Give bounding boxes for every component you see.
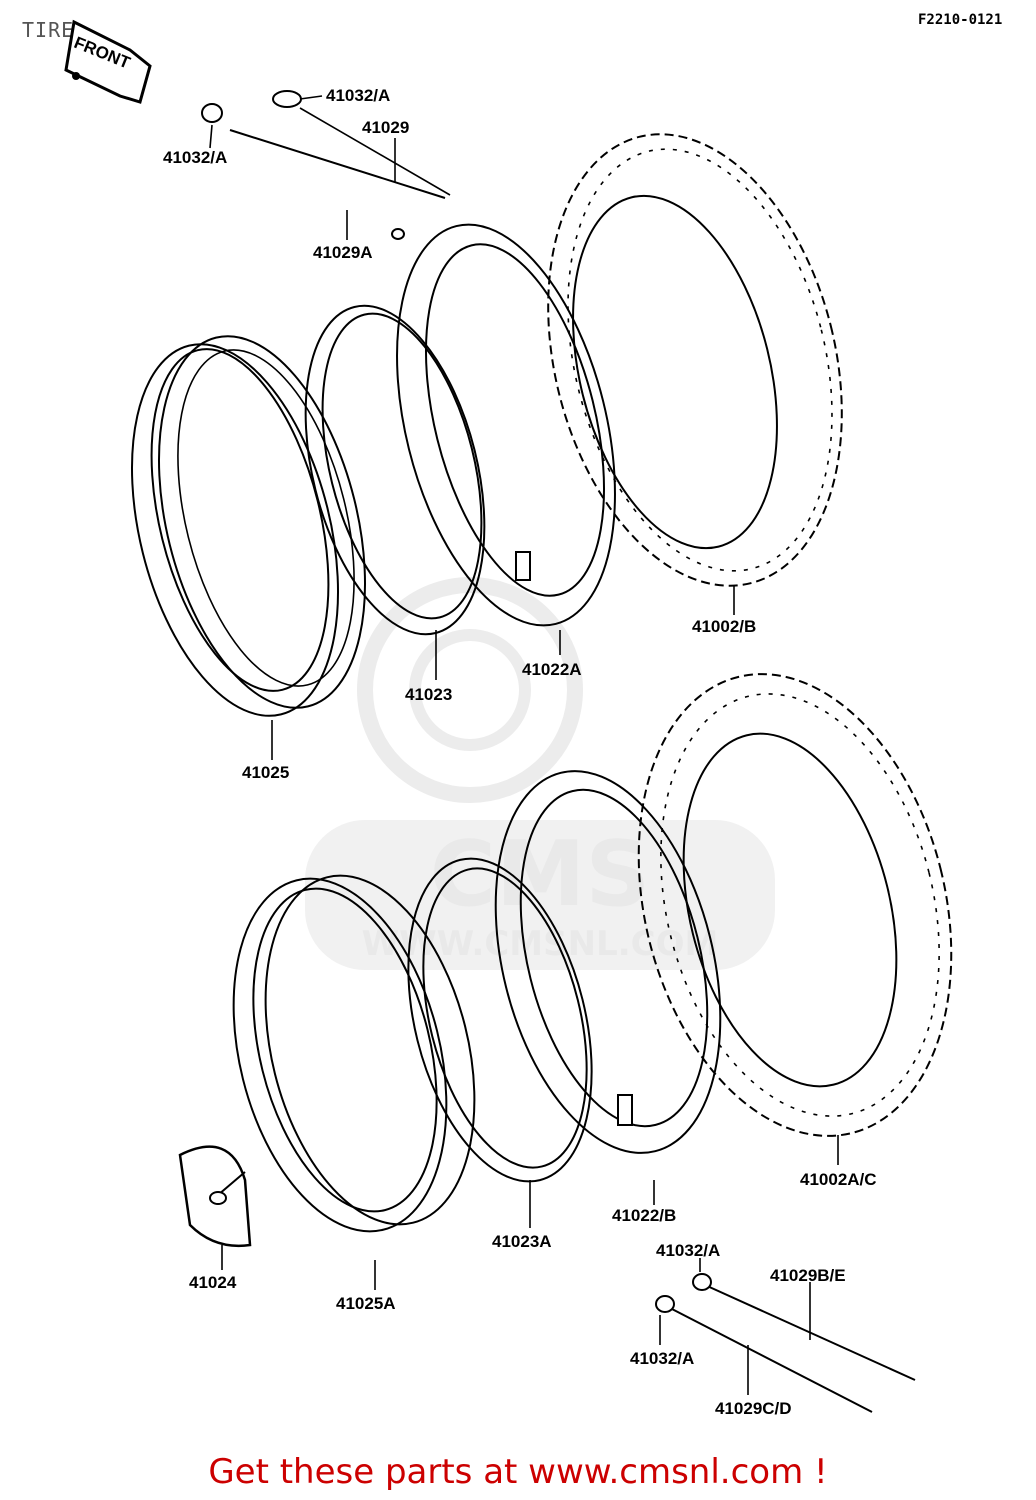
spoke-41029 — [229, 107, 451, 199]
figure-reference-code: F2210-0121 — [918, 12, 1003, 28]
label-41022B: 41022/B — [612, 1206, 676, 1225]
label-41032A-left: 41032/A — [163, 148, 227, 167]
footer-cta-link[interactable]: Get these parts at www.cmsnl.com ! — [208, 1452, 828, 1492]
front-direction-tag: FRONT — [64, 19, 152, 104]
label-41002B: 41002/B — [692, 617, 756, 636]
page-title: TIRE — [22, 18, 75, 42]
tube-41022B — [494, 770, 722, 1154]
cms-watermark: CMS WWW.CMSNL.COM — [305, 577, 775, 970]
label-41029CD: 41029C/D — [715, 1399, 792, 1418]
label-41029A: 41029A — [313, 243, 373, 262]
tire-41002AC — [637, 673, 953, 1137]
rim-41025A — [232, 874, 476, 1233]
label-41023: 41023 — [405, 685, 452, 704]
rim-band-41023 — [304, 304, 486, 636]
label-41024: 41024 — [189, 1273, 237, 1292]
watermark-brand: CMS — [430, 822, 650, 927]
tire-41002B — [547, 133, 843, 587]
rim-lock-41024 — [178, 1145, 252, 1247]
spokes-bottom — [655, 1273, 916, 1413]
rim-41025 — [130, 335, 367, 717]
part-labels: 41032/A 41032/A 41029 41029A 41002/B 410… — [163, 86, 877, 1418]
spoke-nipple-top — [201, 90, 405, 240]
rim-band-41023A — [407, 857, 593, 1183]
label-41025A: 41025A — [336, 1294, 396, 1313]
label-41023A: 41023A — [492, 1232, 552, 1251]
watermark-url: WWW.CMSNL.COM — [362, 924, 719, 964]
label-41029: 41029 — [362, 118, 409, 137]
label-41022A: 41022A — [522, 660, 582, 679]
tube-41022A — [396, 223, 616, 627]
label-41032A-top: 41032/A — [326, 86, 390, 105]
label-41029BE: 41029B/E — [770, 1266, 846, 1285]
label-41025: 41025 — [242, 763, 289, 782]
leader-lines — [209, 95, 839, 1395]
label-41032A-bottom2: 41032/A — [630, 1349, 694, 1368]
label-41002AC: 41002A/C — [800, 1170, 877, 1189]
label-41032A-bottom1: 41032/A — [656, 1241, 720, 1260]
